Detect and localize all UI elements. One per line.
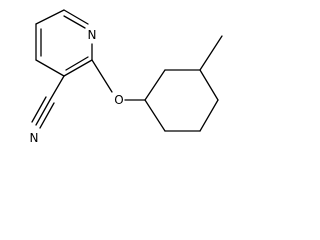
triple-bond-line-2: [31, 96, 47, 123]
ether-linkage: [91, 59, 146, 101]
ring-bond-c6-c5: [35, 9, 65, 25]
triple-bond-line-3: [39, 102, 55, 129]
ring-nitrogen-label: N: [88, 28, 97, 42]
methyl-bond: [199, 35, 223, 71]
ring-bond-c4-c5: [199, 99, 219, 132]
ring-bond-c6-c1: [144, 99, 166, 132]
ring-bond-c3-c2-inner: [65, 56, 89, 71]
ring-bond-n1-c6: [63, 9, 89, 25]
pyridine-ring: [35, 9, 93, 77]
nitrile-nitrogen-label: N: [30, 131, 39, 145]
bond-c2-oxygen: [91, 59, 113, 93]
cyclohexane-ring: [144, 69, 219, 132]
bond-c3-nitrile-carbon: [49, 75, 65, 101]
ring-bond-c1-c2: [144, 69, 166, 101]
ring-bond-n1-c6-inner: [63, 15, 86, 29]
ring-bond-c4-c3: [35, 59, 65, 77]
ring-bond-c3-c2: [63, 59, 93, 77]
chemical-structure-diagram: N O N: [30, 9, 223, 145]
ether-oxygen-label: O: [114, 93, 123, 107]
triple-bond-line-1: [35, 99, 51, 126]
ring-bond-c3-c4: [199, 69, 219, 101]
nitrile-group: [31, 75, 65, 129]
